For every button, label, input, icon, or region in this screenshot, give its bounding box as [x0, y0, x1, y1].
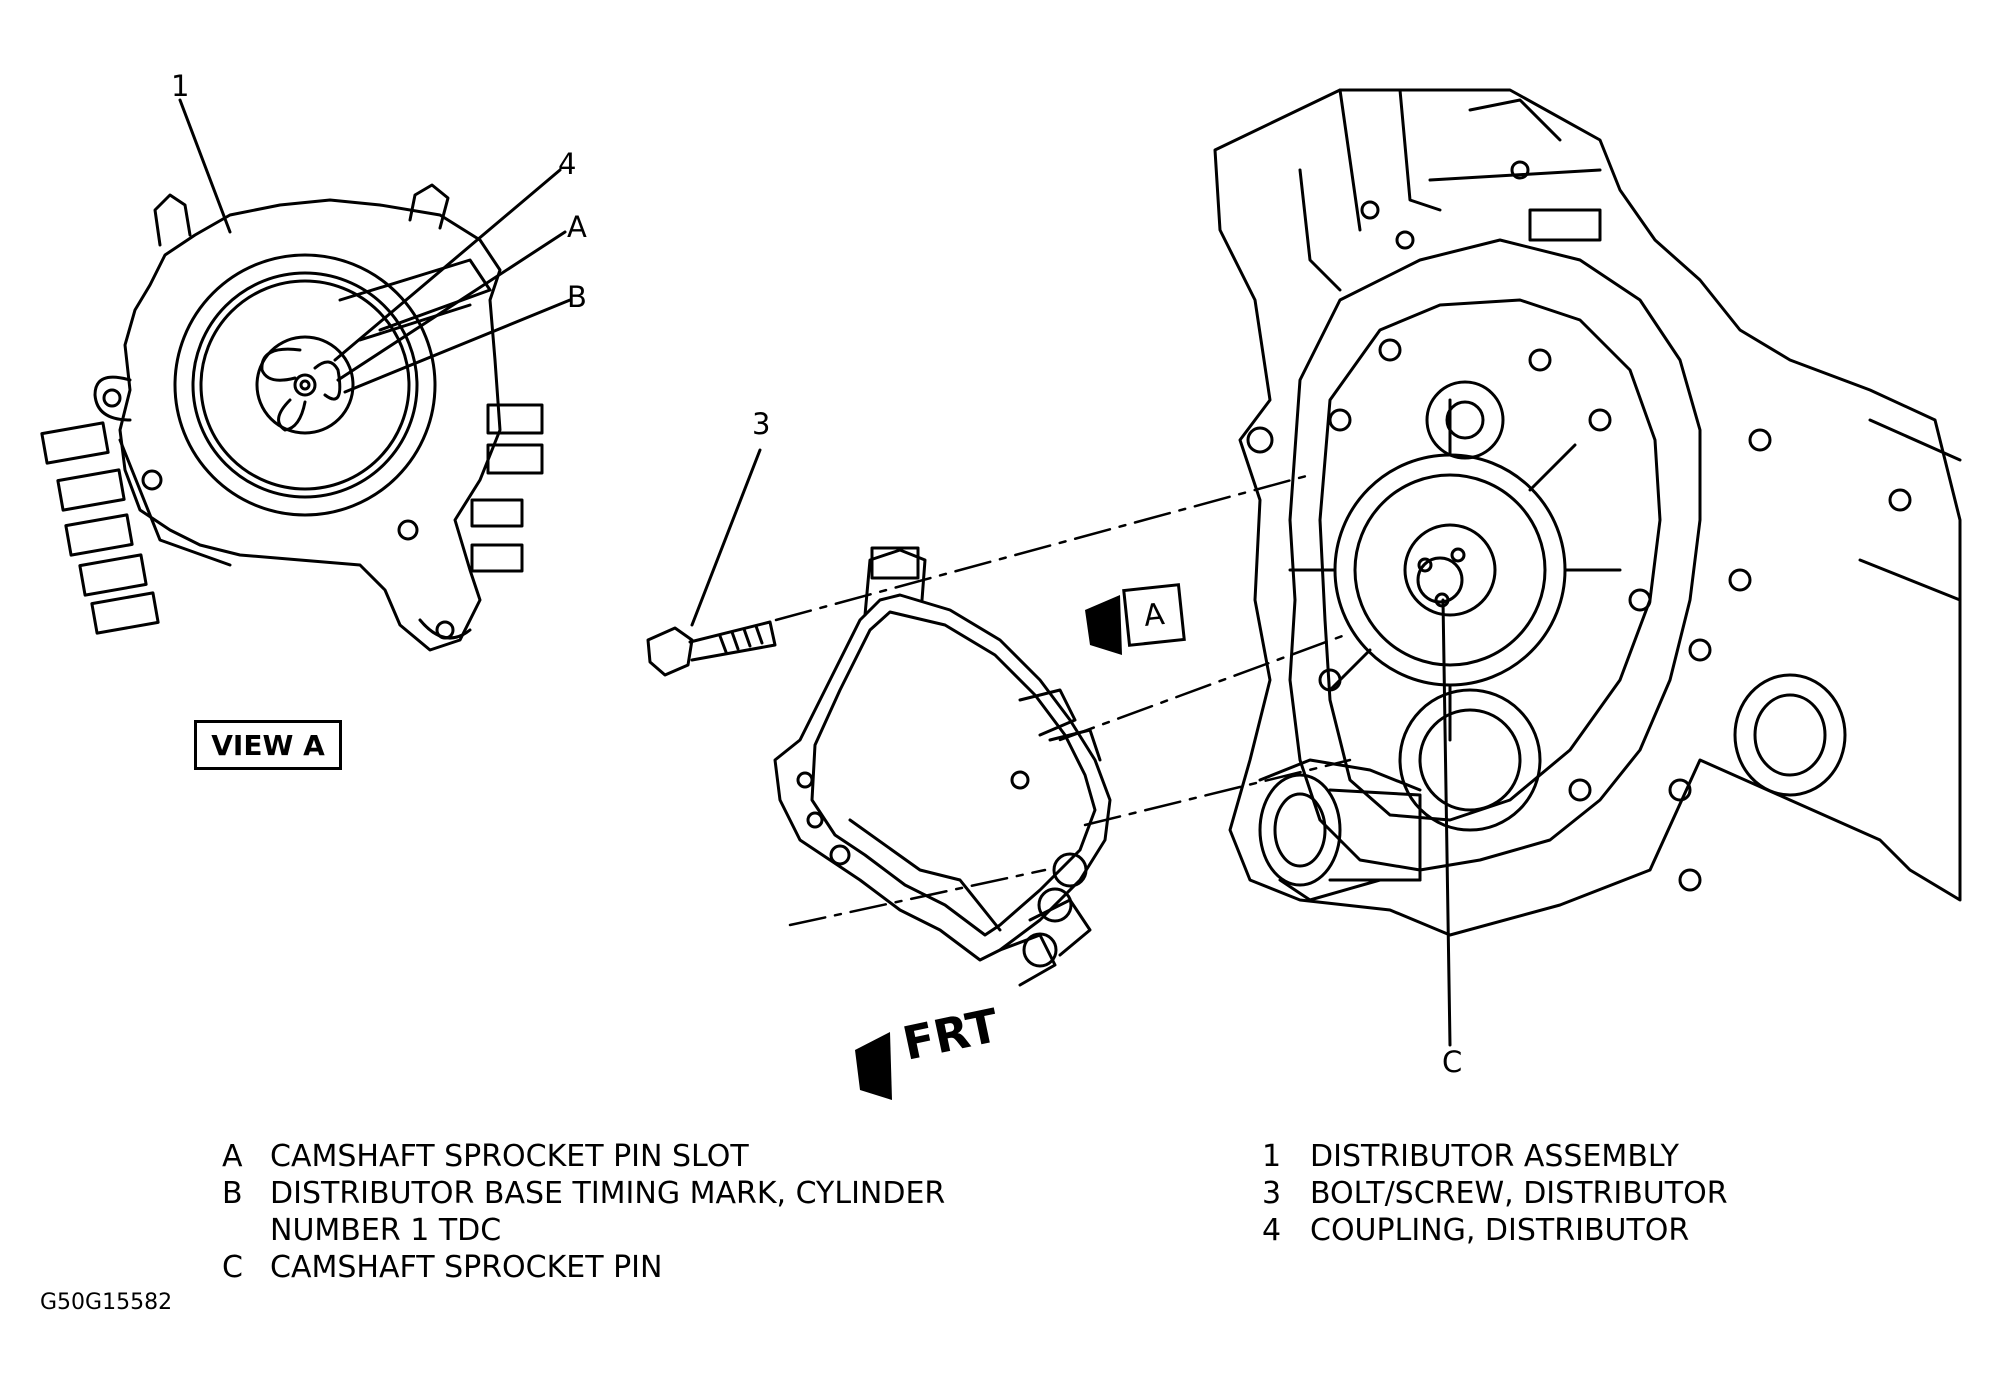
legend-left: A CAMSHAFT SPROCKET PIN SLOT B DISTRIBUT… [222, 1138, 945, 1286]
callout-c: C [1442, 1045, 1463, 1079]
legend-key: A [222, 1139, 243, 1174]
figure-code: G50G15582 [40, 1290, 173, 1315]
alignment-lines [774, 473, 1352, 927]
legend-right: 1 DISTRIBUTOR ASSEMBLY 3 BOLT/SCREW, DIS… [1262, 1138, 1728, 1249]
legend-text: COUPLING, DISTRIBUTOR [1310, 1213, 1690, 1248]
legend-item: 1 DISTRIBUTOR ASSEMBLY [1262, 1138, 1728, 1175]
callout-a: A [567, 210, 587, 244]
engine-block [1213, 88, 1962, 937]
legend-item: A CAMSHAFT SPROCKET PIN SLOT [222, 1138, 945, 1175]
front-arrow [855, 1032, 892, 1100]
leader-b [343, 298, 572, 394]
legend-item: 3 BOLT/SCREW, DISTRIBUTOR [1262, 1175, 1728, 1212]
distributor-bolt [646, 620, 777, 677]
legend-text: CAMSHAFT SPROCKET PIN [270, 1250, 663, 1285]
legend-key: 3 [1262, 1176, 1282, 1211]
leader-3 [690, 448, 762, 627]
legend-key: 1 [1262, 1139, 1282, 1174]
legend-key: 4 [1262, 1213, 1282, 1248]
legend-item: C CAMSHAFT SPROCKET PIN [222, 1249, 945, 1286]
arrow-box-a: A [1122, 583, 1186, 647]
callout-3: 3 [752, 407, 771, 441]
leader-1 [178, 98, 232, 234]
direction-arrow [1085, 595, 1122, 655]
leader-c [1441, 598, 1452, 1047]
callout-b: B [567, 280, 587, 314]
legend-text: CAMSHAFT SPROCKET PIN SLOT [270, 1139, 749, 1174]
distributor-view-a [40, 183, 544, 652]
leader-a [336, 230, 567, 382]
legend-item: 4 COUPLING, DISTRIBUTOR [1262, 1212, 1728, 1249]
legend-text-continued: NUMBER 1 TDC [270, 1213, 502, 1248]
legend-text: DISTRIBUTOR ASSEMBLY [1310, 1139, 1679, 1174]
legend-key: B [222, 1176, 243, 1211]
leader-4 [333, 168, 562, 362]
view-a-label: VIEW A [194, 720, 342, 770]
legend-key: C [222, 1250, 243, 1285]
legend-text: BOLT/SCREW, DISTRIBUTOR [1310, 1176, 1728, 1211]
callout-4: 4 [558, 147, 577, 181]
distributor-side-view [773, 546, 1112, 987]
callout-1: 1 [171, 69, 190, 103]
legend-item: B DISTRIBUTOR BASE TIMING MARK, CYLINDER [222, 1175, 945, 1212]
legend-text: DISTRIBUTOR BASE TIMING MARK, CYLINDER [270, 1176, 946, 1211]
